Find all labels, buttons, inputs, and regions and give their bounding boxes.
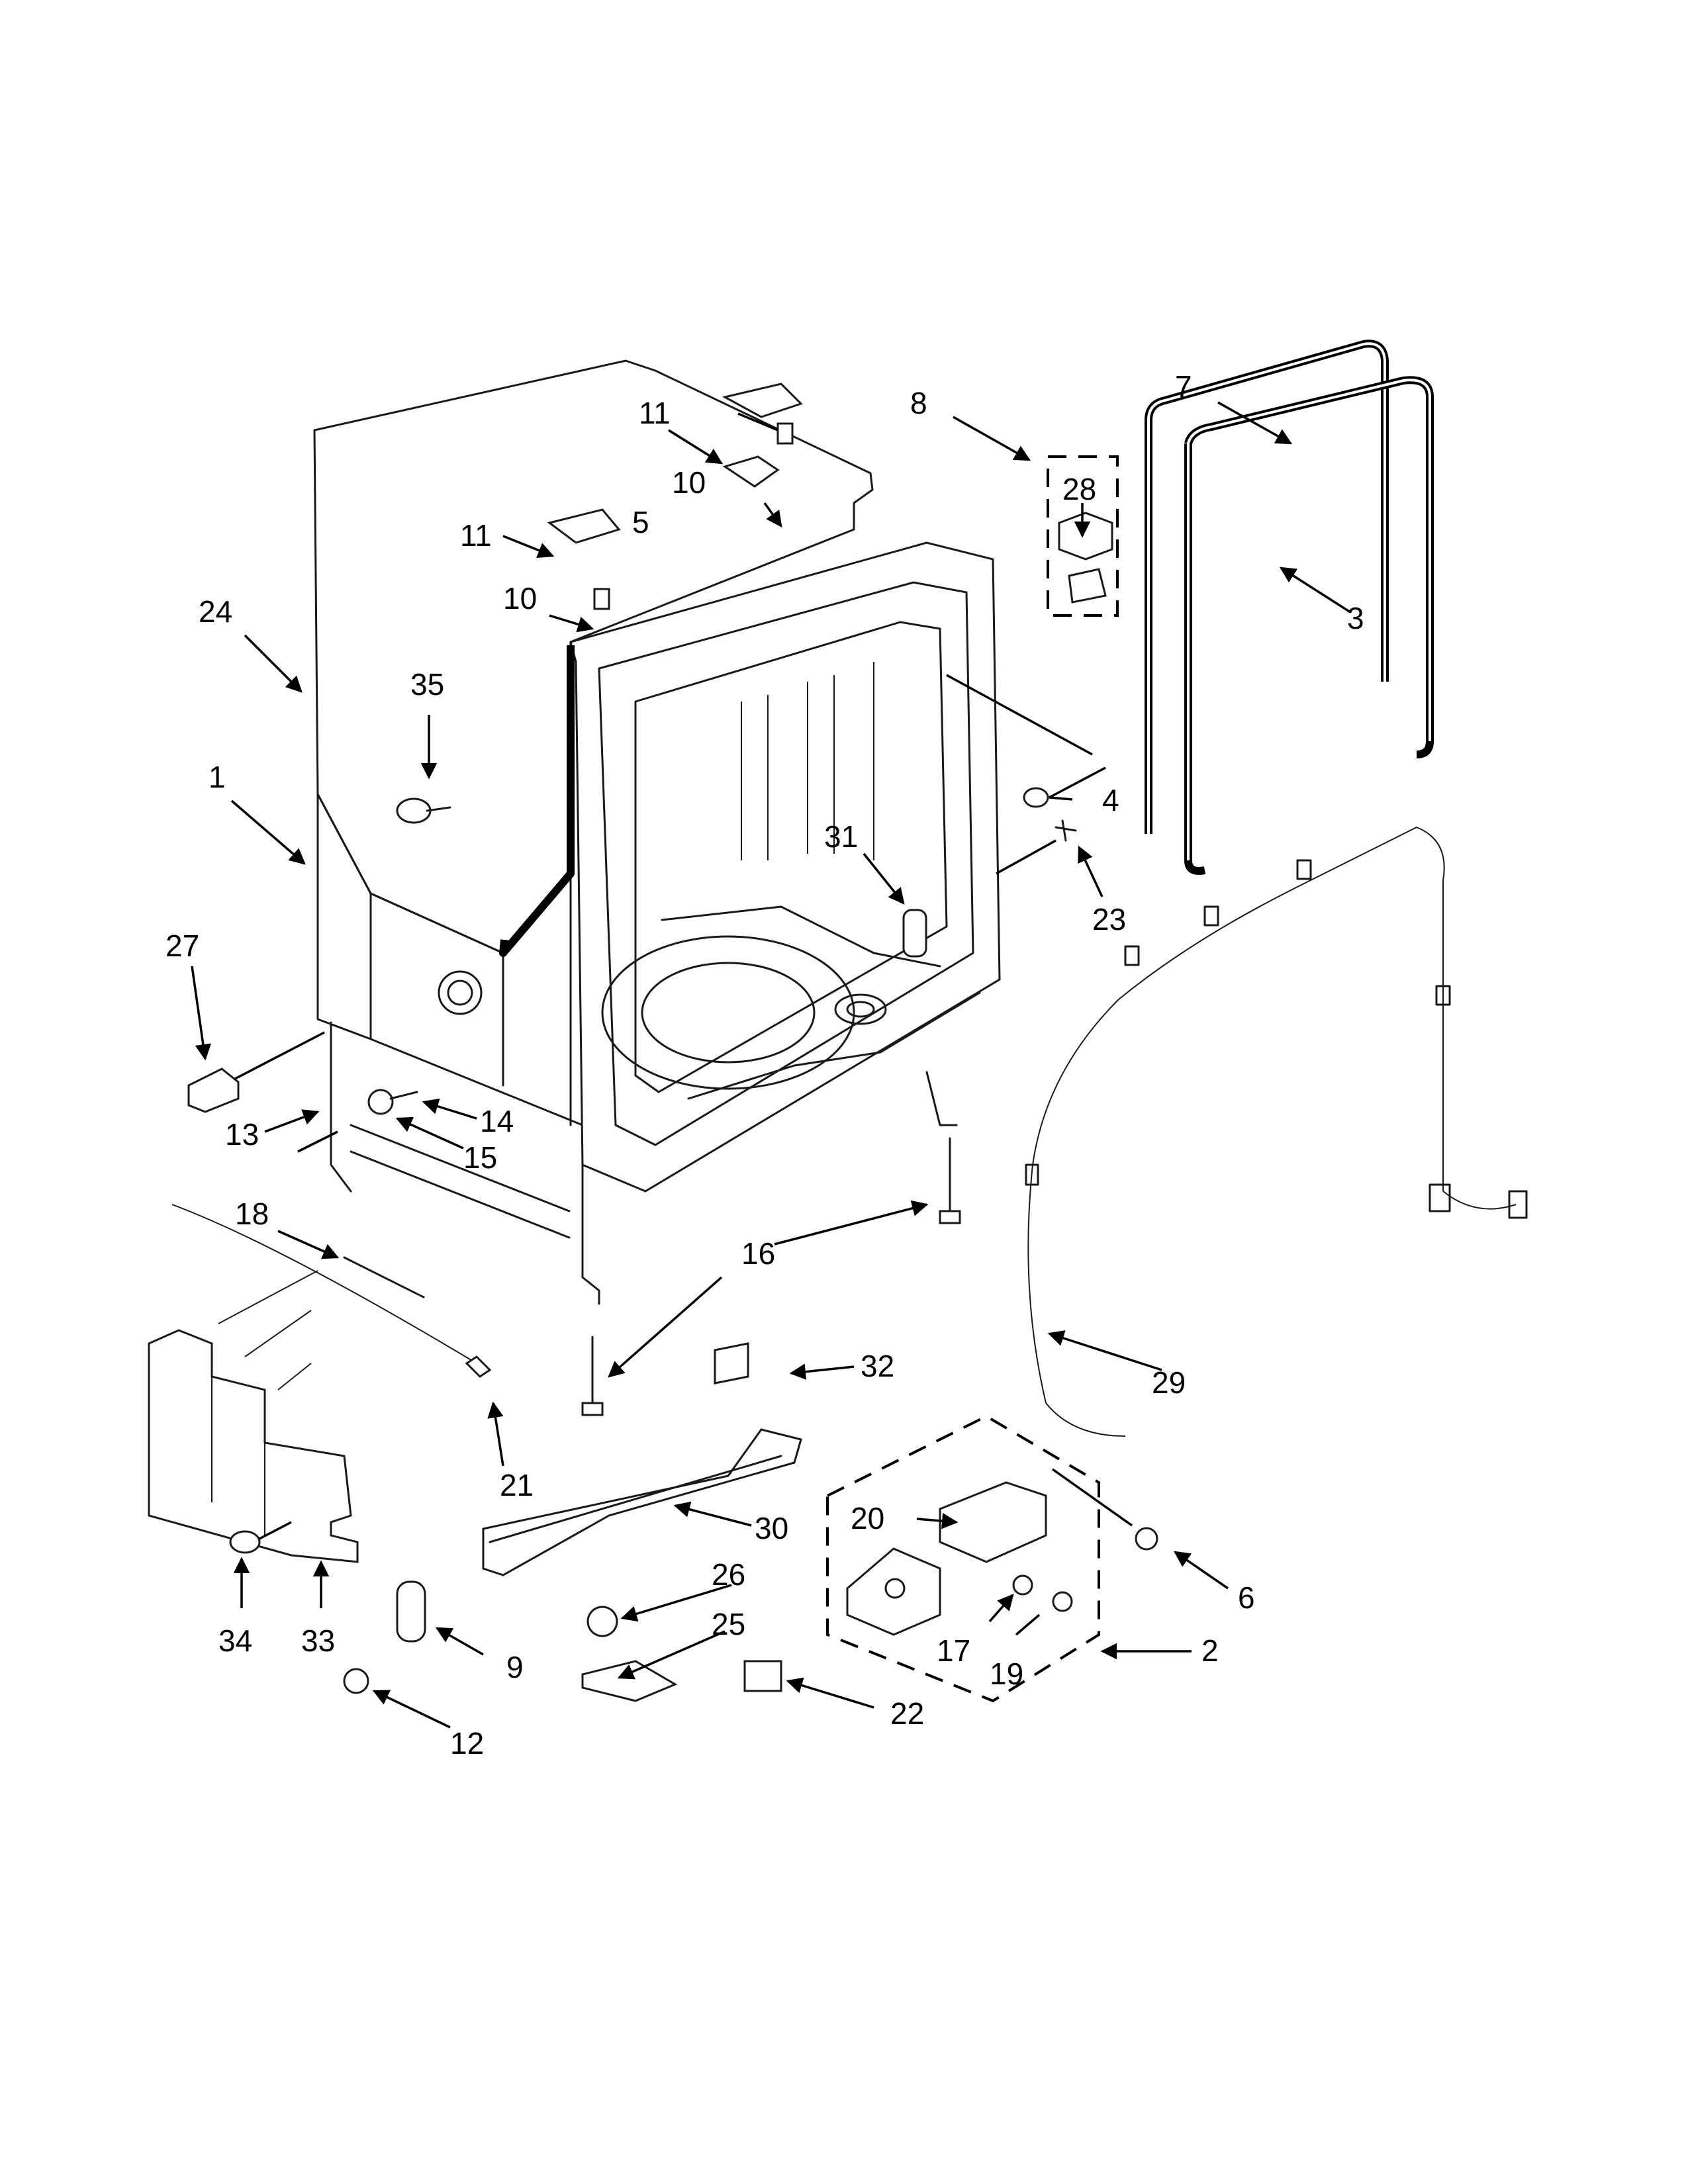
callout-23: 23 (1092, 902, 1126, 936)
callout-11-left: 11 (460, 518, 492, 553)
small-parts (171, 383, 1158, 1702)
callout-18: 18 (235, 1197, 269, 1231)
door-gasket (1145, 340, 1389, 834)
callout-12: 12 (450, 1726, 484, 1760)
callout-1: 1 (209, 760, 226, 794)
wire-harness (1025, 826, 1528, 1437)
callout-26: 26 (712, 1557, 745, 1592)
callout-16: 16 (741, 1236, 775, 1271)
callout-28: 28 (1062, 472, 1096, 506)
callout-21: 21 (500, 1468, 534, 1502)
callout-10-left: 10 (503, 581, 537, 615)
callout-labels: 7 8 28 3 4 23 11 10 5 11 10 24 35 1 31 2… (165, 369, 1364, 1760)
tub-seal (1184, 376, 1434, 875)
junction-box-group (826, 1414, 1100, 1703)
callout-7: 7 (1175, 369, 1192, 404)
callout-17: 17 (937, 1633, 970, 1668)
callout-19: 19 (990, 1657, 1023, 1691)
callout-22: 22 (890, 1696, 924, 1731)
callout-15: 15 (463, 1140, 497, 1175)
callout-2: 2 (1201, 1633, 1219, 1668)
callout-33: 33 (301, 1623, 335, 1658)
callout-6: 6 (1238, 1580, 1255, 1615)
callout-35: 35 (410, 667, 444, 702)
callout-13: 13 (225, 1117, 259, 1152)
callout-11-top: 11 (639, 396, 671, 430)
callout-29: 29 (1152, 1365, 1186, 1400)
callout-24: 24 (199, 594, 232, 629)
callout-25: 25 (712, 1607, 745, 1641)
callout-3: 3 (1347, 601, 1364, 635)
callout-30: 30 (755, 1511, 788, 1545)
callout-5: 5 (632, 505, 649, 539)
callout-27: 27 (165, 929, 199, 963)
callout-20: 20 (851, 1501, 884, 1535)
toe-panel (482, 1428, 802, 1576)
callout-14: 14 (480, 1104, 514, 1138)
dishwasher-tub (313, 359, 1001, 1305)
leader-lines (191, 401, 1351, 1729)
callout-31: 31 (824, 819, 858, 854)
callout-4: 4 (1102, 783, 1119, 817)
toe-panel-insulation (148, 1270, 359, 1563)
callout-9: 9 (506, 1650, 524, 1684)
callout-34: 34 (218, 1623, 252, 1658)
callout-8: 8 (910, 386, 927, 420)
tub-front-frame (569, 541, 1001, 1193)
callout-32: 32 (861, 1349, 894, 1383)
callout-10-top: 10 (672, 465, 706, 500)
